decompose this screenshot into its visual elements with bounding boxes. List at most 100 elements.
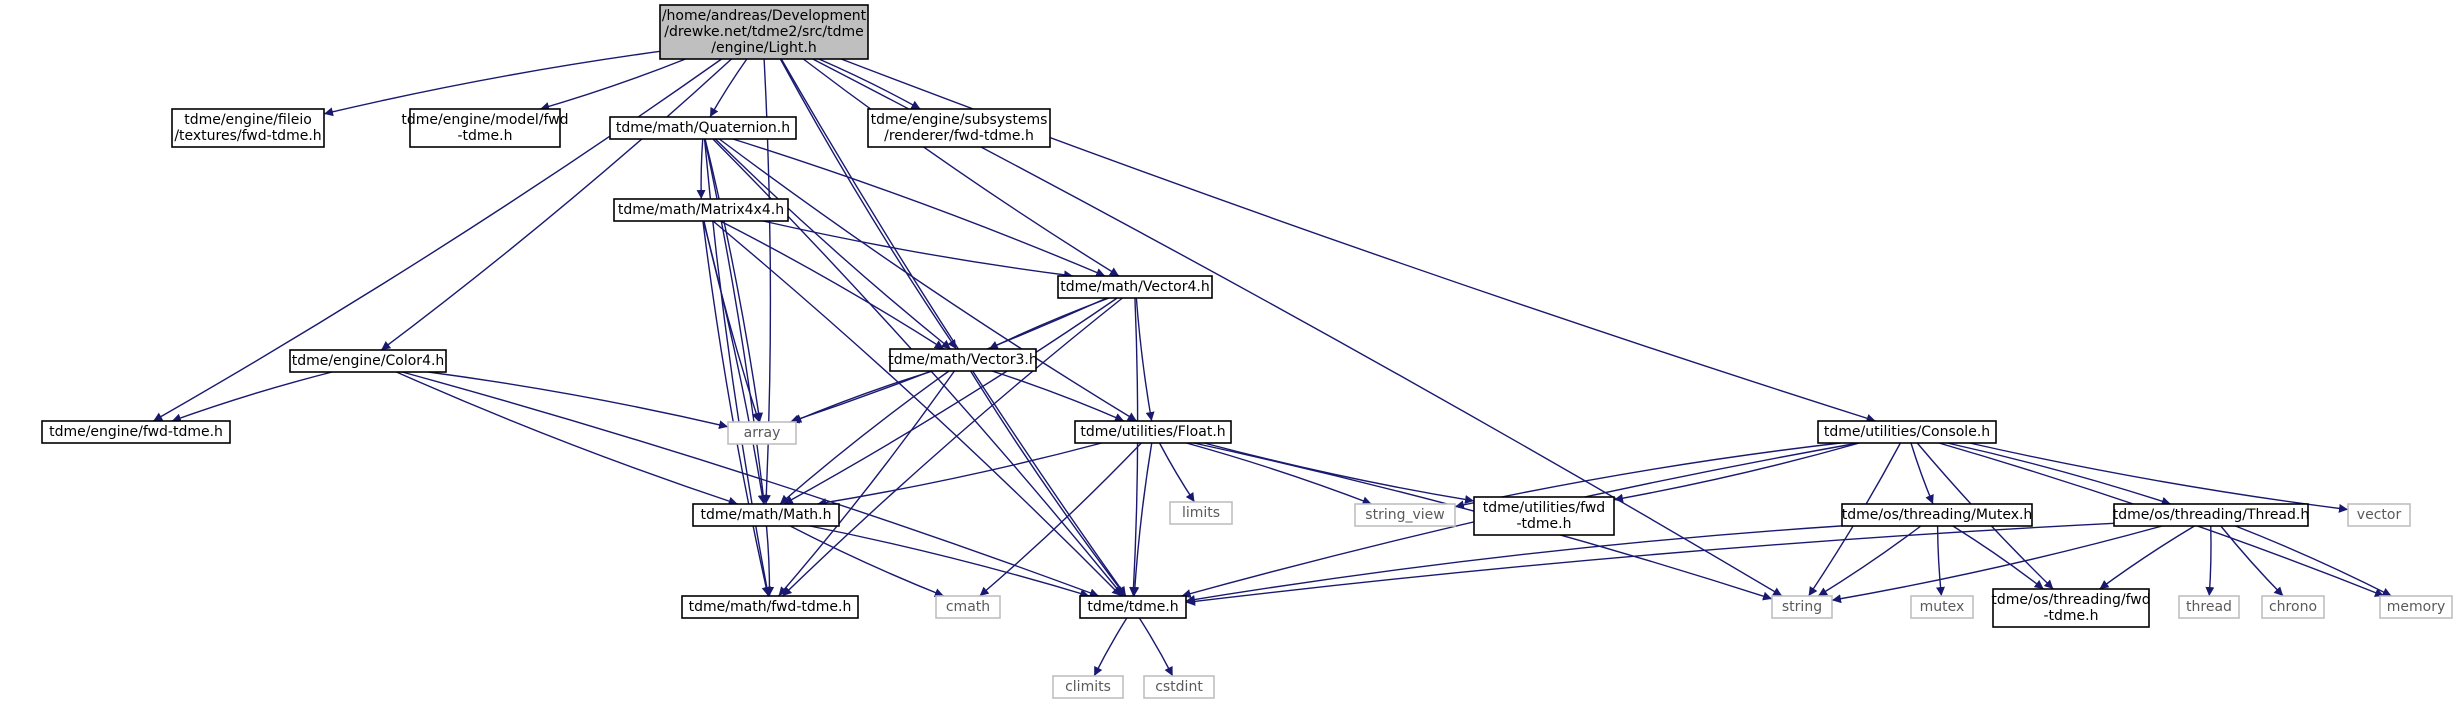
nodes-layer: /home/andreas/Development/drewke.net/tdm… [41, 4, 2453, 699]
node-label-mutexh-0: tdme/os/threading/Mutex.h [1842, 507, 2033, 523]
node-label-thread-0: thread [2186, 599, 2232, 615]
node-threadh[interactable]: tdme/os/threading/Thread.h [2113, 503, 2309, 527]
edge-tdmeh-to-climits [1093, 617, 1128, 677]
node-box-color4 [289, 349, 447, 373]
node-box-threadh [2113, 503, 2309, 527]
node-label-color4-0: tdme/engine/Color4.h [292, 353, 445, 369]
node-climits: climits [1052, 675, 1124, 699]
node-array: array [727, 421, 797, 445]
node-box-memory [2379, 595, 2453, 619]
edge-color4-to-enginefwd [171, 371, 333, 423]
node-light[interactable]: /home/andreas/Development/drewke.net/tdm… [659, 4, 869, 60]
node-box-matrix [613, 198, 789, 222]
node-tdmeh[interactable]: tdme/tdme.h [1079, 595, 1187, 619]
edge-light-to-model [540, 58, 686, 111]
edge-quat-to-mathh [704, 138, 768, 505]
node-label-renderer-1: /renderer/fwd-tdme.h [884, 128, 1034, 144]
node-label-model-0: tdme/engine/model/fwd [401, 112, 568, 128]
node-box-mathfwd [681, 595, 859, 619]
edge-matrix-to-tdmeh [712, 220, 1122, 597]
edge-color4-to-mathh [396, 371, 738, 506]
node-vec3[interactable]: tdme/math/Vector3.h [888, 348, 1038, 372]
node-enginefwd[interactable]: tdme/engine/fwd-tdme.h [41, 420, 231, 444]
edge-threadh-to-threadfwd [2099, 525, 2195, 590]
node-mathh[interactable]: tdme/math/Math.h [692, 503, 840, 527]
node-box-mathh [692, 503, 840, 527]
node-fileio[interactable]: tdme/engine/fileio/textures/fwd-tdme.h [171, 108, 325, 148]
node-utilfwd[interactable]: tdme/utilities/fwd-tdme.h [1473, 496, 1615, 536]
node-label-renderer-0: tdme/engine/subsystems [871, 112, 1048, 128]
node-stringview: string_view [1354, 503, 1456, 527]
node-model[interactable]: tdme/engine/model/fwd-tdme.h [401, 108, 569, 148]
node-box-fileio [171, 108, 325, 148]
node-label-fileio-1: /textures/fwd-tdme.h [174, 128, 321, 144]
edge-mathh-to-tdmeh [809, 525, 1090, 598]
node-label-light-1: /drewke.net/tdme2/src/tdme [664, 24, 864, 40]
edge-mutexh-to-tdmeh [1185, 525, 1843, 604]
node-label-fileio-0: tdme/engine/fileio [184, 112, 312, 128]
edge-light-to-quat [709, 58, 748, 118]
node-box-float [1074, 420, 1232, 444]
edge-quat-to-vec3 [714, 138, 952, 350]
node-renderer[interactable]: tdme/engine/subsystems/renderer/fwd-tdme… [867, 108, 1051, 148]
node-limits: limits [1169, 501, 1233, 525]
node-label-console-0: tdme/utilities/Console.h [1824, 424, 1990, 440]
edge-light-to-fileio [323, 50, 661, 117]
node-box-cstdint [1143, 675, 1215, 699]
node-vec4[interactable]: tdme/math/Vector4.h [1057, 275, 1213, 299]
node-label-mathh-0: tdme/math/Math.h [701, 507, 832, 523]
edge-mutexh-to-threadfwd [1952, 525, 2045, 590]
edge-vec3-to-tdmeh [969, 370, 1126, 597]
edge-console-to-utilfwd [1613, 442, 1860, 503]
edge-vec3-to-mathfwd [778, 370, 955, 597]
node-color4[interactable]: tdme/engine/Color4.h [289, 349, 447, 373]
edge-quat-to-array [704, 138, 764, 423]
node-matrix[interactable]: tdme/math/Matrix4x4.h [613, 198, 789, 222]
edge-matrix-to-vec3 [719, 220, 945, 350]
node-box-model [409, 108, 561, 148]
edge-threadh-to-memory [2235, 525, 2392, 597]
edge-vec3-to-float [991, 370, 1125, 422]
node-float[interactable]: tdme/utilities/Float.h [1074, 420, 1232, 444]
node-cmath: cmath [935, 595, 1001, 619]
node-box-enginefwd [41, 420, 231, 444]
node-box-limits [1169, 501, 1233, 525]
node-label-stringview-0: string_view [1365, 507, 1444, 523]
edge-mutexh-to-string [1817, 525, 1922, 597]
node-label-limits-0: limits [1182, 505, 1220, 521]
edge-light-to-vec3 [779, 58, 957, 350]
edge-light-to-renderer [818, 58, 921, 110]
node-box-mutex [1910, 595, 1974, 619]
edge-float-to-mathh [817, 442, 1102, 507]
node-label-vec4-0: tdme/math/Vector4.h [1060, 279, 1209, 295]
node-box-array [727, 421, 797, 445]
edge-float-to-tdmeh [1130, 442, 1153, 597]
edge-float-to-stringview [1186, 442, 1372, 505]
node-box-vector [2347, 503, 2411, 527]
edge-console-to-threadh [1947, 442, 2171, 506]
edge-matrix-to-mathh [702, 220, 767, 505]
node-string: string [1771, 595, 1833, 619]
edge-light-to-enginefwd [152, 58, 723, 422]
node-mathfwd[interactable]: tdme/math/fwd-tdme.h [681, 595, 859, 619]
node-label-string-0: string [1782, 599, 1822, 615]
node-label-threadh-0: tdme/os/threading/Thread.h [2113, 507, 2309, 523]
node-quat[interactable]: tdme/math/Quaternion.h [609, 116, 797, 140]
node-box-vec4 [1057, 275, 1213, 299]
edge-console-to-stringview [1454, 442, 1841, 510]
edge-matrix-to-vec4 [762, 220, 1074, 280]
node-threadfwd[interactable]: tdme/os/threading/fwd-tdme.h [1991, 588, 2151, 628]
node-box-mutexh [1841, 503, 2033, 527]
node-mutexh[interactable]: tdme/os/threading/Mutex.h [1841, 503, 2033, 527]
node-label-threadfwd-0: tdme/os/threading/fwd [1991, 592, 2150, 608]
node-label-climits-0: climits [1065, 679, 1111, 695]
edge-mutexh-to-mutex [1936, 525, 1945, 597]
node-label-vec3-0: tdme/math/Vector3.h [888, 352, 1037, 368]
node-box-renderer [867, 108, 1051, 148]
edge-vec3-to-mathh [779, 370, 950, 505]
edge-matrix-to-array [703, 220, 761, 423]
node-console[interactable]: tdme/utilities/Console.h [1817, 420, 1997, 444]
edge-float-to-cmath [979, 442, 1142, 597]
node-box-climits [1052, 675, 1124, 699]
